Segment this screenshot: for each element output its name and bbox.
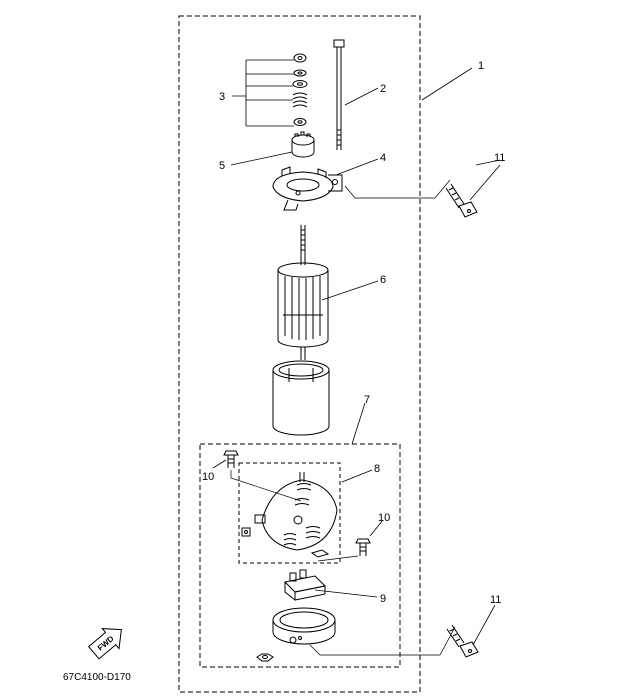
callout-5: 5 [219,160,225,172]
fwd-direction-arrow: FWD [87,628,122,660]
assembly-guide-lines [230,179,456,656]
lower-bracket-part [272,607,336,645]
through-bolt-part [333,39,345,150]
yoke-housing-part [272,360,330,436]
callout-2: 2 [380,83,386,95]
lower-assembly-boundary [199,443,401,668]
callout-10-left: 10 [202,471,214,483]
brush-holder-boundary [238,462,341,564]
screw-10-right [355,538,371,556]
callout-6: 6 [380,274,386,286]
callout-9: 9 [380,593,386,605]
callout-4: 4 [380,152,386,164]
brush-plate-part [283,569,327,602]
upper-bracket-part [272,166,343,211]
callout-11-lower: 11 [490,594,501,606]
brush-holder-part [241,472,338,558]
callout-8: 8 [374,463,380,475]
pinion-gear-part [291,131,315,158]
assembly-boundary [178,15,421,693]
drawing-code: 67C4100-D170 [63,672,131,683]
callout-11-upper: 11 [494,152,505,164]
bolt-11-upper [445,183,478,218]
small-nut-part [256,653,274,662]
callout-7: 7 [364,394,370,406]
callout-10-right: 10 [378,512,390,524]
bolt-11-lower [446,624,479,658]
callout-3: 3 [219,91,225,103]
leader-lines [212,59,501,646]
armature-part [277,225,329,360]
screw-10-left [223,450,239,468]
nut-washer-stack [292,53,308,126]
callout-1: 1 [478,60,484,72]
